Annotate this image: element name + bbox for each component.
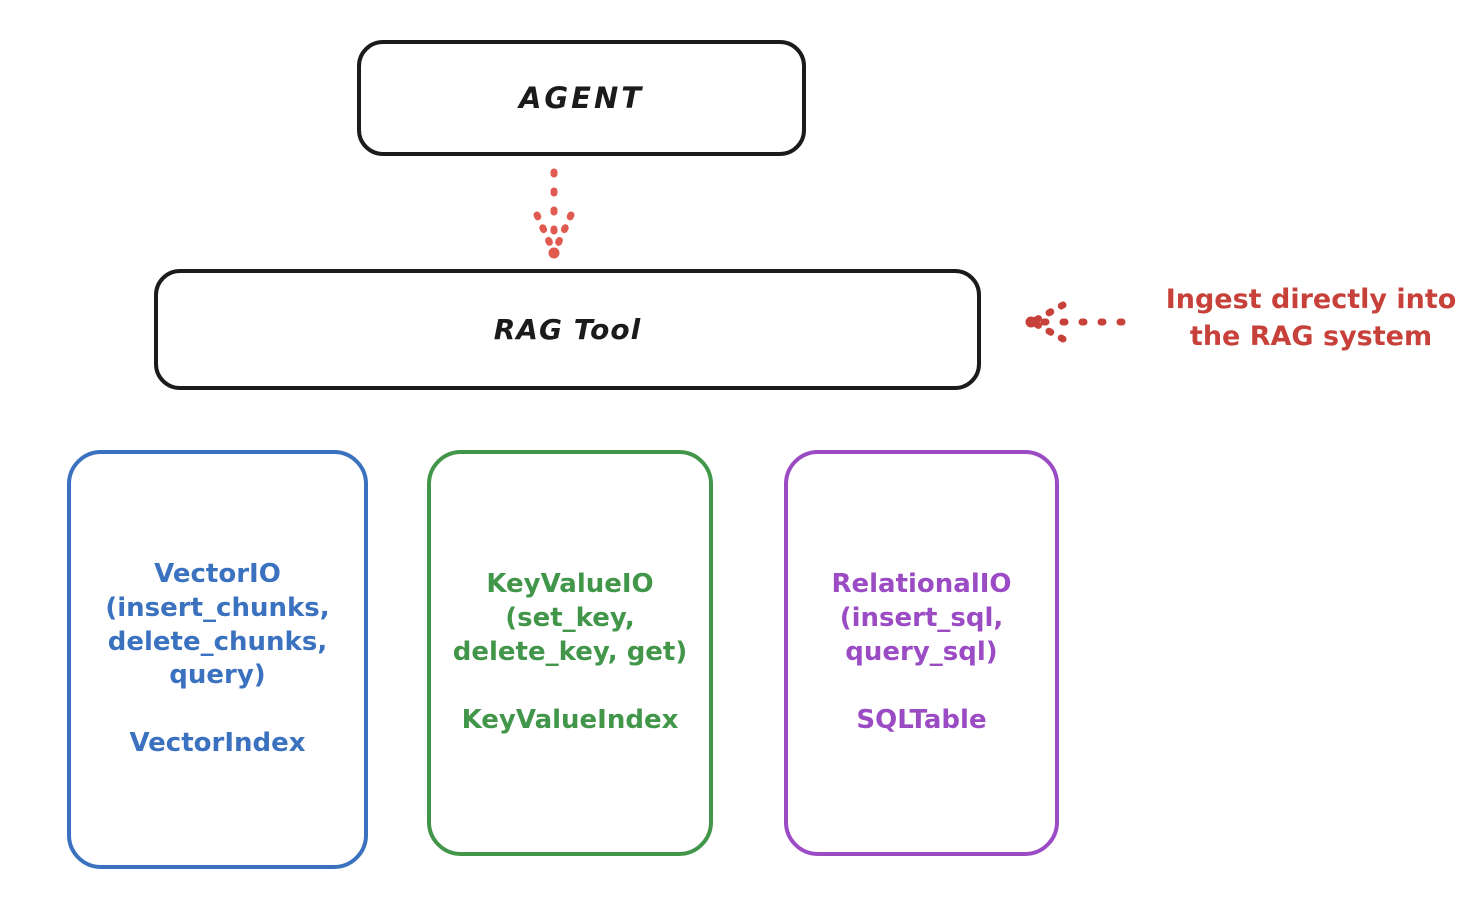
agent-node-label: AGENT xyxy=(518,80,645,115)
rag-tool-node-label: RAG Tool xyxy=(493,312,642,346)
vector-io-node[interactable]: VectorIO (insert_chunks, delete_chunks, … xyxy=(67,450,368,869)
key-value-io-api-label: KeyValueIO (set_key, delete_key, get) xyxy=(452,569,688,667)
agent-node[interactable]: AGENT xyxy=(357,40,806,156)
ingest-to-rag-tool-arrow-icon xyxy=(1025,301,1126,343)
rag-tool-node[interactable]: RAG Tool xyxy=(154,269,981,390)
sql-table-label: SQLTable xyxy=(856,704,987,735)
key-value-io-node[interactable]: KeyValueIO (set_key, delete_key, get) Ke… xyxy=(427,450,713,856)
relational-io-node[interactable]: RelationalIO (insert_sql, query_sql) SQL… xyxy=(784,450,1059,856)
vector-index-label: VectorIndex xyxy=(129,728,306,759)
vector-io-api-label: VectorIO (insert_chunks, delete_chunks, … xyxy=(105,559,330,691)
relational-io-api-label: RelationalIO (insert_sql, query_sql) xyxy=(831,569,1012,667)
key-value-index-label: KeyValueIndex xyxy=(461,704,679,735)
agent-to-rag-tool-arrow-icon xyxy=(533,168,575,259)
ingest-annotation-text: Ingest directly into the RAG system xyxy=(1165,284,1457,353)
